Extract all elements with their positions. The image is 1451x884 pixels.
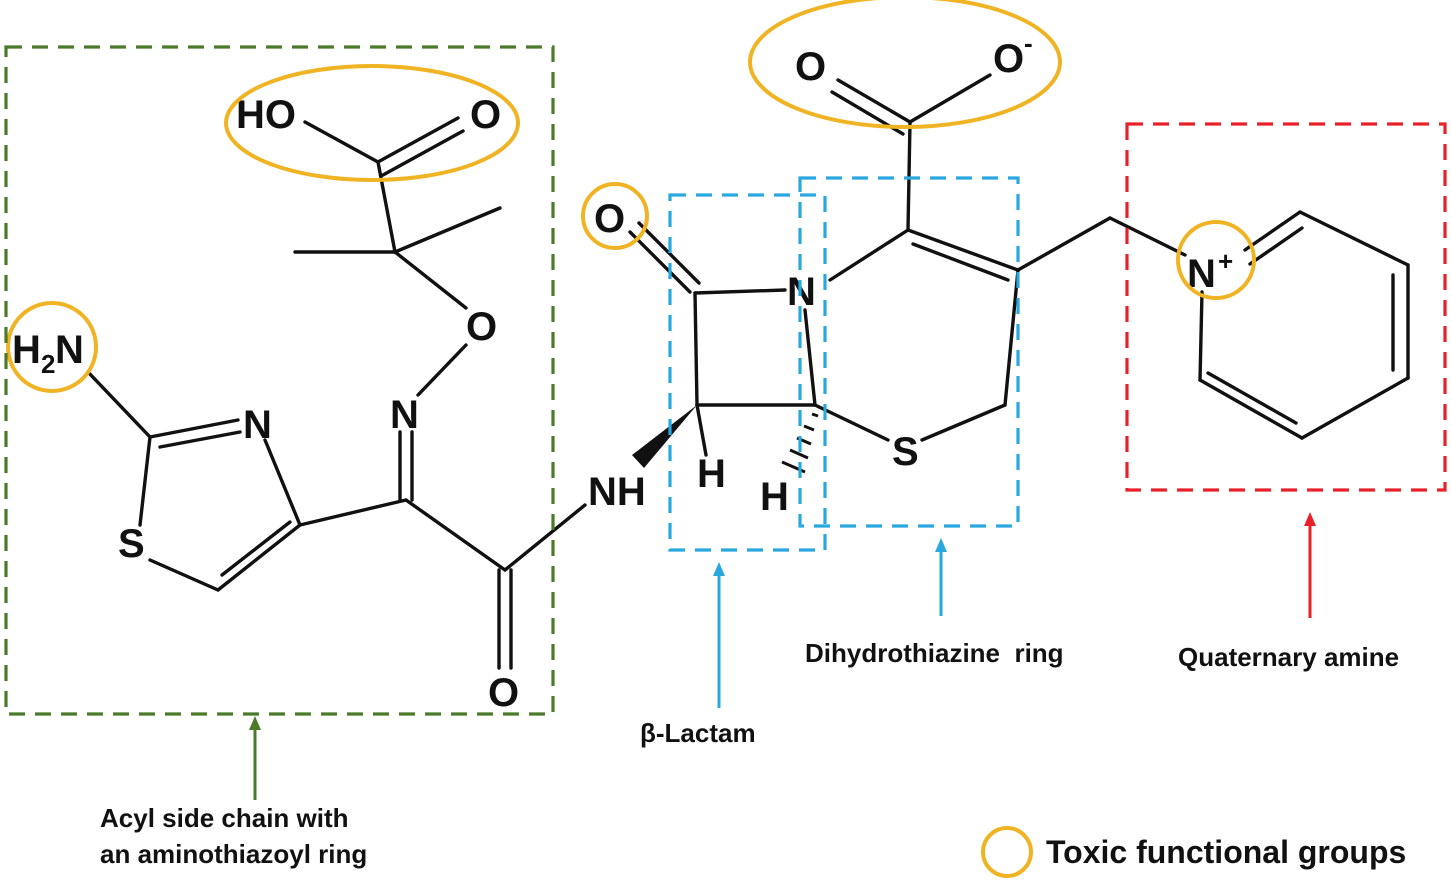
atom-o-acid: O — [470, 93, 501, 137]
bond-py-n-c2-a — [1243, 210, 1302, 252]
bond-c2-nh2 — [86, 370, 152, 439]
bond-n-c4 — [828, 228, 910, 282]
bond-c4-c3-a — [906, 228, 1020, 272]
acyl-label-line2: an aminothiazoyl ring — [100, 839, 367, 869]
bond-c3-ch2 — [1016, 216, 1112, 272]
bond-thz-c5-c4-b — [220, 520, 292, 577]
lactam-label: β-Lactam — [640, 718, 756, 748]
dihydrothiazine-region-box — [798, 176, 1020, 528]
circle-icon — [981, 826, 1033, 878]
quaternary-label: Quaternary amine — [1178, 642, 1399, 672]
bond-thz-n-c2-b — [158, 430, 242, 449]
quaternary-arrow — [1304, 512, 1316, 618]
bond-s-c6 — [813, 403, 890, 442]
toxic-circle-nh2 — [6, 301, 98, 393]
bond-c-quat — [376, 160, 397, 254]
atom-labels: HO O O O - O N H 2 N N S O N NH H H S O … — [12, 28, 1233, 715]
bond-o-n-oxime — [416, 343, 468, 397]
bond-ch2-n-plus — [1108, 216, 1187, 257]
toxic-circle-cooh — [224, 64, 520, 182]
toxic-circle-coo-minus — [748, 0, 1062, 129]
atom-h2n-sub: 2 — [41, 349, 55, 379]
bond-thz-c5-c4-a — [216, 523, 302, 592]
atom-o-amide: O — [488, 671, 519, 715]
bond-thz-n-c2-a — [148, 418, 240, 439]
toxic-circle-lactam-o — [581, 182, 649, 250]
atom-h-right: H — [760, 475, 789, 519]
bond-quat-methyl-right — [393, 206, 502, 254]
bond-py-c2-c3 — [1298, 210, 1410, 267]
legend-label: Toxic functional groups — [1046, 834, 1406, 870]
bond-c-o-double-b — [381, 129, 465, 177]
bond-c7-h — [695, 403, 708, 457]
dihydrothiazine-arrow — [935, 538, 947, 616]
bond-lactam-c-c — [693, 291, 699, 407]
bond-thz-s-c5 — [148, 558, 220, 592]
atom-h2n-h: H — [12, 328, 41, 372]
bond-lactam-co-a — [628, 230, 692, 294]
dihydrothiazine-label: Dihydrothiazine ring — [805, 638, 1064, 668]
atom-s-thiazole: S — [118, 522, 145, 566]
bond-c-amide — [404, 498, 507, 572]
atom-o-minus: O — [993, 37, 1024, 81]
bond-carbox-o-a — [836, 78, 912, 124]
toxic-circle-n-plus — [1176, 220, 1256, 300]
atom-n-thiazole: N — [243, 403, 272, 447]
region-labels: Acyl side chain with an aminothiazoyl ri… — [100, 638, 1399, 869]
toxic-highlights — [6, 0, 1256, 393]
bond-ho-c — [303, 120, 380, 164]
acyl-label-line1: Acyl side chain with — [100, 803, 349, 833]
atom-s-ring: S — [892, 430, 919, 474]
acyl-region-box — [4, 45, 555, 716]
atom-o-lactam: O — [594, 197, 625, 241]
region-boxes — [4, 45, 1447, 716]
acyl-arrow — [249, 716, 261, 800]
lactam-region-box — [668, 193, 827, 552]
bond-py-c6-n — [1198, 290, 1204, 382]
atom-h-left: H — [697, 452, 726, 496]
atom-n-oxime: N — [390, 393, 419, 437]
legend: Toxic functional groups — [981, 826, 1406, 878]
bond-c-o-double-a — [376, 116, 460, 164]
atom-nh: NH — [588, 470, 646, 514]
bond-c-thiazole — [298, 498, 408, 527]
arrows — [249, 512, 1316, 800]
quaternary-region-box — [1125, 122, 1447, 492]
lactam-arrow — [713, 562, 725, 708]
bond-carbox-o-minus — [908, 73, 992, 124]
bond-c4-c3-b — [911, 242, 1010, 282]
bond-c4-carbox — [906, 120, 912, 232]
atom-o-minus-charge: - — [1024, 28, 1033, 58]
atom-o-carbox: O — [795, 45, 826, 89]
bond-py-n-c2-b — [1248, 226, 1304, 266]
bond-py-c4-c5 — [1300, 376, 1410, 440]
bond-quat-o — [393, 250, 468, 310]
bond-wedge-nh — [632, 405, 697, 468]
bond-thz-c4-n — [263, 438, 302, 527]
bond-amide-nh — [503, 503, 587, 572]
atom-n-plus-charge: + — [1218, 246, 1233, 276]
bond-lactam-c-n — [693, 288, 787, 295]
atom-h2n-n: N — [55, 328, 84, 372]
bonds — [86, 73, 1410, 670]
bond-c2-s — [920, 403, 1007, 442]
atom-o-ether: O — [466, 305, 497, 349]
bond-py-c5-c6-a — [1198, 378, 1304, 440]
atom-ho: HO — [236, 93, 296, 137]
bond-lactam-n-c — [803, 308, 817, 407]
bond-py-c5-c6-b — [1206, 371, 1298, 425]
bond-c3-c2 — [1003, 268, 1020, 407]
bond-thz-c2-s — [138, 435, 152, 527]
